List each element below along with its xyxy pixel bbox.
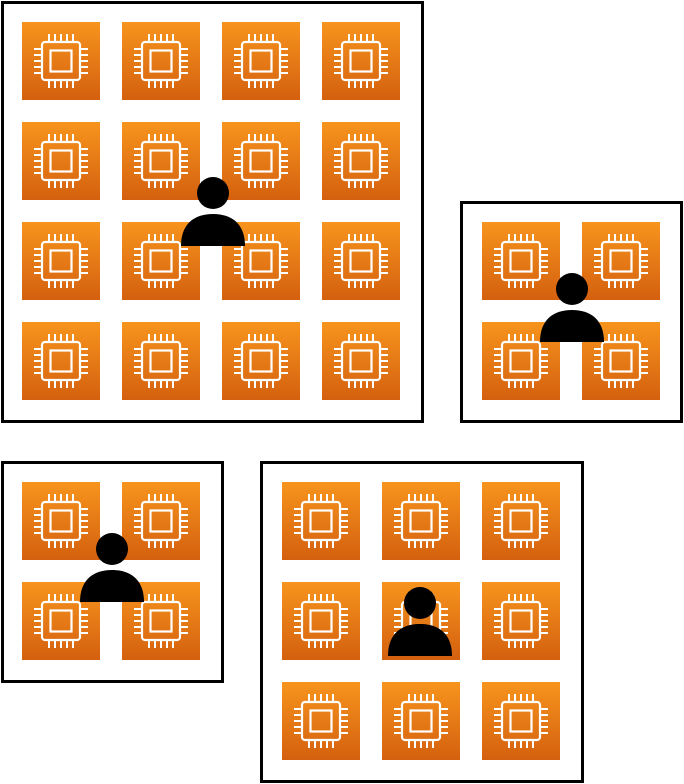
cpu-chip-icon — [282, 582, 360, 660]
cpu-chip-icon — [22, 322, 100, 400]
cpu-chip-icon — [282, 482, 360, 560]
cpu-chip-icon — [322, 122, 400, 200]
user-icon — [180, 176, 246, 246]
cpu-chip-icon — [22, 482, 100, 560]
cpu-chip-icon — [22, 222, 100, 300]
cpu-chip-icon — [322, 222, 400, 300]
cpu-chip-icon — [22, 122, 100, 200]
cpu-chip-icon — [382, 482, 460, 560]
user-icon — [79, 532, 145, 602]
cpu-chip-icon — [482, 222, 560, 300]
cpu-chip-icon — [322, 322, 400, 400]
cpu-chip-icon — [222, 122, 300, 200]
cpu-chip-icon — [382, 682, 460, 760]
cpu-chip-icon — [122, 482, 200, 560]
cpu-chip-icon — [482, 482, 560, 560]
cpu-chip-icon — [122, 322, 200, 400]
cpu-chip-icon — [122, 22, 200, 100]
cpu-chip-icon — [222, 222, 300, 300]
cpu-chip-icon — [482, 322, 560, 400]
user-icon — [387, 586, 453, 656]
cpu-chip-icon — [222, 22, 300, 100]
user-icon — [539, 272, 605, 342]
cpu-chip-icon — [282, 682, 360, 760]
cpu-chip-icon — [482, 682, 560, 760]
cpu-chip-icon — [582, 222, 660, 300]
cpu-chip-icon — [482, 582, 560, 660]
cpu-chip-icon — [222, 322, 300, 400]
cpu-chip-icon — [322, 22, 400, 100]
cpu-chip-icon — [22, 22, 100, 100]
cpu-chip-icon — [122, 122, 200, 200]
